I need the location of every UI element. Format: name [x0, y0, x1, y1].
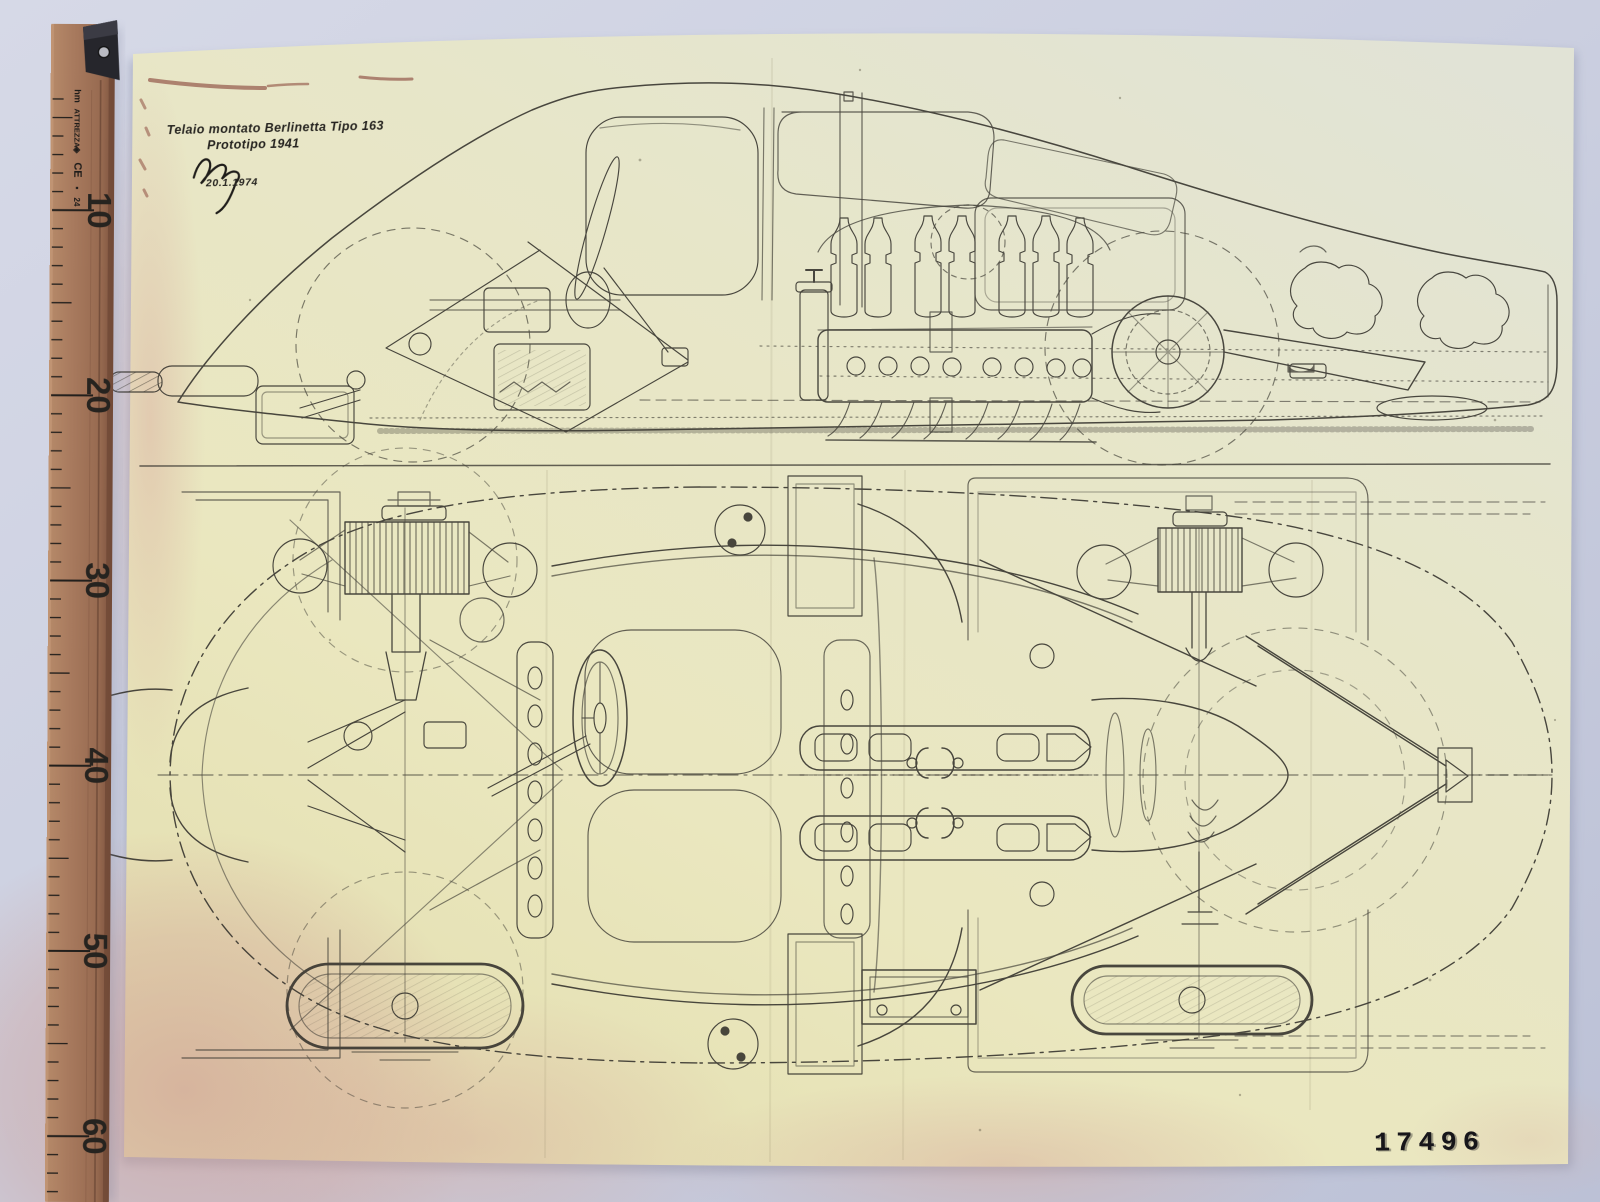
ruler-brand-mark: 24	[72, 198, 81, 207]
dust-specks	[248, 68, 1557, 1132]
side-construction-lines	[369, 345, 1549, 434]
annotation-line1: Telaio montato Berlinetta Tipo 163	[167, 119, 384, 138]
door-window	[585, 116, 759, 296]
footwell-bulkhead	[516, 641, 554, 939]
ruler-brand-mark: ◈	[72, 145, 82, 154]
floor-panels	[967, 477, 1369, 1073]
annotation-line2: Prototipo 1941	[207, 136, 300, 152]
firewall-plan	[787, 475, 963, 1075]
seats-plan	[584, 629, 782, 943]
frame-rails	[551, 544, 1257, 1006]
front-suspension-side	[109, 241, 689, 445]
signature	[192, 158, 241, 215]
engine-plan	[799, 643, 1289, 907]
ruler-number-60: 60	[76, 1118, 113, 1155]
plan-view-drawing	[95, 447, 1556, 1109]
ruler-number-40: 40	[78, 747, 115, 784]
left-bottom-tire	[285, 962, 525, 1061]
ruler-number-50: 50	[77, 933, 114, 970]
ruler-end-cap	[83, 20, 120, 81]
side-elevation-drawing	[109, 82, 1558, 466]
svg-text:17496: 17496	[1374, 1128, 1485, 1159]
plan-steering-wheel	[487, 649, 628, 797]
annotation-block: Telaio montato Berlinetta Tipo 163 Proto…	[167, 119, 384, 215]
left-axle-plan	[272, 447, 563, 1109]
ruler-scale: 10 20 30 40 50 60	[46, 98, 118, 1193]
crankcase-ports	[846, 356, 1092, 378]
svg-text:17496: 17496	[1376, 1129, 1487, 1160]
view-separator-line	[139, 463, 1551, 467]
jack-points	[707, 504, 766, 1070]
ruler-brand-mark: CE	[71, 162, 83, 177]
side-body-outline	[177, 82, 1558, 432]
edge-smudges	[138, 75, 414, 198]
ruler-brand-mark: ▪	[72, 186, 82, 189]
exhaust-pipes	[825, 401, 1097, 443]
ruler-number-30: 30	[79, 562, 116, 599]
ruler-body	[44, 23, 116, 1202]
rivet	[97, 46, 110, 59]
right-bottom-tire	[1070, 964, 1314, 1049]
battery-box-plan	[861, 969, 977, 1025]
window-inner-line	[599, 122, 741, 131]
ruler-brand-mark: hm	[73, 89, 83, 103]
right-axle-plan	[1070, 495, 1549, 1049]
rear-suspension-side	[1223, 245, 1549, 421]
engine-side	[795, 204, 1111, 443]
annotation-date: 20.1.1974	[205, 176, 258, 189]
front-glass	[984, 139, 1178, 236]
ruler-number-10: 10	[81, 192, 118, 229]
front-wheel-phantom	[295, 227, 531, 463]
archive-stamp: 17496 17496	[1374, 1128, 1487, 1160]
ruler-brand-mark: ATTREZZA	[72, 108, 81, 148]
ruler-number-20: 20	[80, 377, 117, 414]
intake-stacks	[830, 215, 1094, 318]
plan-body-outline	[169, 486, 1553, 1064]
paper	[0, 33, 1600, 1202]
quarter-window	[777, 111, 995, 209]
paper-creases	[544, 57, 1313, 1163]
